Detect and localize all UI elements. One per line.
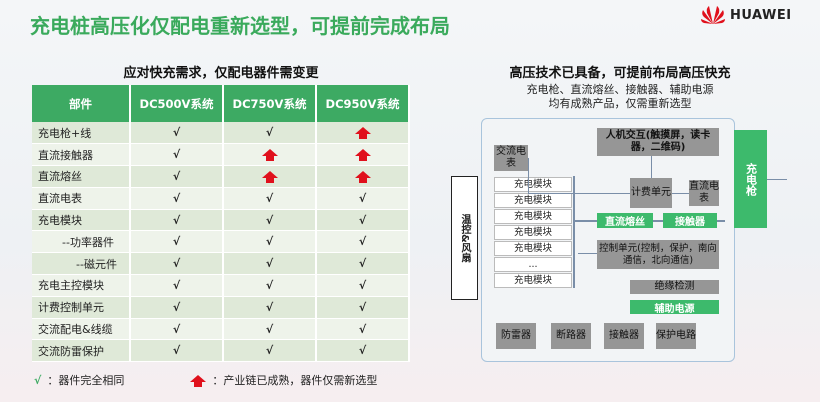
bottom-component: 防雷器 — [496, 323, 536, 349]
red-up-arrow-icon — [223, 165, 317, 188]
check-mark: √ — [316, 274, 410, 297]
check-mark: √ — [130, 209, 224, 232]
check-mark: √ — [223, 274, 317, 297]
check-mark: √ — [130, 296, 224, 319]
red-up-arrow-icon — [223, 143, 317, 167]
check-mark: √ — [130, 122, 224, 145]
check-mark: √ — [130, 143, 224, 167]
table-row: 直流接触器√ — [32, 143, 410, 167]
column-header: 部件 — [32, 85, 131, 122]
legend-check-symbol: √ — [34, 373, 42, 387]
billing-unit: 计费单元 — [630, 178, 672, 208]
charging-module: 充电模块 — [494, 177, 572, 192]
table-row: 交流配电&线缆√√√ — [32, 318, 410, 341]
legend-check-text: ：器件完全相同 — [47, 374, 125, 387]
desc-line-1: 充电枪、直流熔丝、接触器、辅助电源 — [526, 83, 714, 96]
check-mark: √ — [316, 209, 410, 232]
component-name: 交流防雷保护 — [32, 339, 131, 363]
table-row: 直流电表√√√ — [32, 187, 410, 210]
check-mark: √ — [130, 339, 224, 363]
contactor: 接触器 — [663, 213, 717, 228]
component-name: 计费控制单元 — [32, 296, 131, 319]
dc-meter: 直流电表 — [689, 180, 719, 206]
component-name: 直流电表 — [32, 187, 131, 210]
legend: √ ：器件完全相同 ：产业链已成熟，器件仅需新选型 — [34, 372, 377, 388]
aux-power: 辅助电源 — [630, 300, 719, 315]
brand-name: HUAWEI — [730, 7, 792, 23]
check-mark: √ — [130, 252, 224, 276]
huawei-flower-icon — [701, 6, 725, 24]
check-mark: √ — [130, 318, 224, 341]
check-mark: √ — [223, 230, 317, 254]
table-row: 直流熔丝√ — [32, 165, 410, 188]
desc-line-2: 均有成熟产品，仅需重新选型 — [548, 97, 692, 110]
component-name: 直流接触器 — [32, 143, 131, 167]
component-name: --功率器件 — [32, 230, 131, 254]
bottom-component: 保护电路 — [656, 323, 696, 349]
red-up-arrow-icon — [316, 165, 410, 188]
ac-meter: 交流电表 — [494, 145, 528, 171]
table-row: 交流防雷保护√√√ — [32, 339, 410, 363]
huawei-logo: HUAWEI — [700, 4, 792, 26]
bottom-component: 接触器 — [604, 323, 644, 349]
charging-gun: 充电枪 — [734, 130, 767, 228]
check-mark: √ — [316, 252, 410, 276]
left-subtitle: 应对快充需求，仅配电器件需变更 — [123, 66, 319, 81]
column-header: DC750V系统 — [223, 85, 317, 122]
legend-up-text: ：产业链已成熟，器件仅需新选型 — [212, 374, 378, 387]
insulation-detection: 绝缘检测 — [630, 280, 719, 294]
red-up-arrow-icon — [316, 122, 410, 145]
bottom-component: 断路器 — [551, 323, 591, 349]
table-row: 充电主控模块√√√ — [32, 274, 410, 297]
table-row: --磁元件√√√ — [32, 252, 410, 276]
check-mark: √ — [130, 230, 224, 254]
control-unit: 控制单元(控制，保护，南向通信，北向通信) — [597, 240, 719, 269]
check-mark: √ — [223, 252, 317, 276]
table-row: 计费控制单元√√√ — [32, 296, 410, 319]
charging-module: 充电模块 — [494, 225, 572, 240]
component-name: --磁元件 — [32, 252, 131, 276]
column-header: DC500V系统 — [130, 85, 224, 122]
check-mark: √ — [223, 122, 317, 145]
charging-module: ... — [494, 257, 572, 272]
component-name: 充电枪+线 — [32, 122, 131, 145]
thermal-fan-box: 温控&风扇 — [451, 176, 478, 300]
check-mark: √ — [130, 165, 224, 188]
check-mark: √ — [130, 274, 224, 297]
check-mark: √ — [316, 230, 410, 254]
column-header: DC950V系统 — [316, 85, 410, 122]
charging-module: 充电模块 — [494, 193, 572, 208]
check-mark: √ — [223, 318, 317, 341]
dc-fuse: 直流熔丝 — [597, 213, 653, 228]
hmi-box: 人机交互(触摸屏，读卡器，二维码) — [597, 128, 719, 156]
red-up-arrow-icon — [316, 143, 410, 167]
right-description: 充电枪、直流熔丝、接触器、辅助电源均有成熟产品，仅需重新选型 — [450, 83, 790, 111]
table-row: --功率器件√√√ — [32, 230, 410, 254]
component-name: 充电模块 — [32, 209, 131, 232]
check-mark: √ — [223, 209, 317, 232]
component-name: 直流熔丝 — [32, 165, 131, 188]
check-mark: √ — [130, 187, 224, 210]
charging-module: 充电模块 — [494, 241, 572, 256]
check-mark: √ — [316, 187, 410, 210]
check-mark: √ — [223, 187, 317, 210]
component-name: 交流配电&线缆 — [32, 318, 131, 341]
red-up-arrow-icon — [190, 374, 207, 387]
table-row: 充电枪+线√√ — [32, 122, 410, 145]
charging-module: 充电模块 — [494, 209, 572, 224]
table-row: 充电模块√√√ — [32, 209, 410, 232]
check-mark: √ — [223, 296, 317, 319]
check-mark: √ — [223, 339, 317, 363]
right-subtitle: 高压技术已具备，可提前布局高压快充 — [509, 66, 731, 81]
check-mark: √ — [316, 318, 410, 341]
charging-module: 充电模块 — [494, 273, 572, 288]
slide-title: 充电桩高压化仅配电重新选型，可提前完成布局 — [30, 14, 450, 38]
check-mark: √ — [316, 296, 410, 319]
component-name: 充电主控模块 — [32, 274, 131, 297]
check-mark: √ — [316, 339, 410, 363]
